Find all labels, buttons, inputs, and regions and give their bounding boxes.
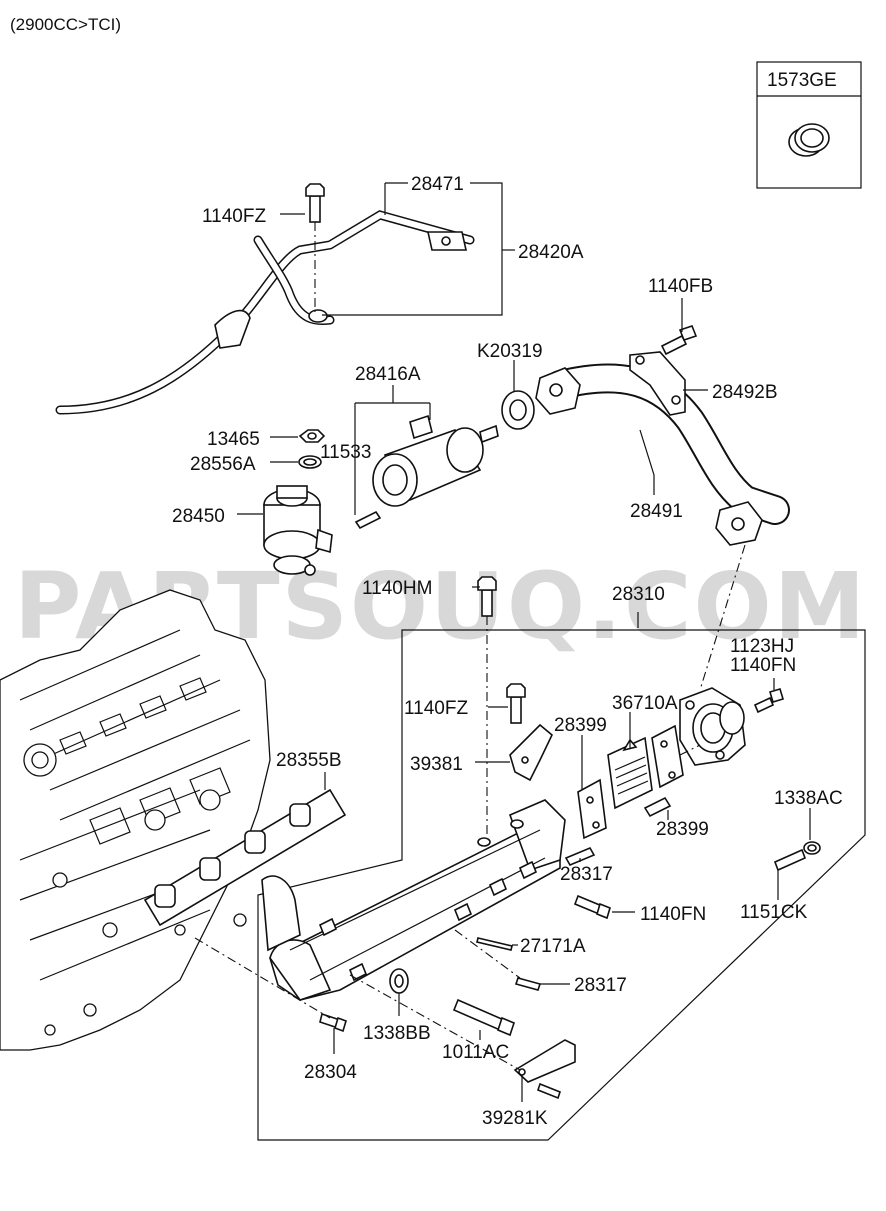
leader-lines	[237, 182, 811, 1102]
label-1338AC[interactable]: 1338AC	[774, 788, 843, 809]
nut-13465[interactable]	[298, 429, 326, 443]
diagram-header: (2900CC>TCI)	[10, 15, 121, 34]
sleeve-ring-icon	[788, 123, 830, 157]
inset-label: 1573GE	[767, 70, 837, 91]
label-28399-a[interactable]: 28399	[554, 715, 607, 736]
label-28450[interactable]: 28450	[172, 506, 225, 527]
gasket-28399-left[interactable]	[577, 778, 607, 840]
bolt-1140FZ-mid[interactable]	[506, 683, 526, 724]
bracket-39381[interactable]	[509, 723, 553, 782]
stud-28317-b[interactable]	[514, 977, 542, 991]
bolt-1140FN-top[interactable]	[753, 688, 784, 714]
label-1140FZ-mid[interactable]: 1140FZ	[404, 698, 468, 719]
label-1140FZ-top[interactable]: 1140FZ	[202, 206, 266, 227]
label-27171A[interactable]: 27171A	[520, 936, 586, 957]
part-labels: 28471 1140FZ 28420A 1140FB K20319 28492B…	[172, 174, 843, 1129]
label-1140HM[interactable]: 1140HM	[362, 578, 432, 599]
label-28355B[interactable]: 28355B	[276, 750, 342, 771]
stud-28317-a[interactable]	[564, 846, 596, 867]
intake-manifold-28310[interactable]	[261, 799, 566, 1001]
engine-block	[0, 589, 271, 1051]
label-28304[interactable]: 28304	[304, 1062, 357, 1083]
inset-box-1573GE[interactable]: 1573GE	[756, 61, 862, 189]
label-1140FN-top[interactable]: 1140FN	[730, 655, 796, 676]
label-28317-a[interactable]: 28317	[560, 864, 613, 885]
frame-28310	[257, 629, 866, 1141]
label-1011AC[interactable]: 1011AC	[442, 1042, 509, 1063]
nut-1338AC[interactable]	[803, 841, 821, 855]
label-28399-b[interactable]: 28399	[656, 819, 709, 840]
egr-pipe-28420A[interactable]	[55, 210, 475, 415]
bolt-1140FB[interactable]	[660, 325, 698, 356]
stud-1151CK[interactable]	[773, 848, 807, 872]
bracket-39281K[interactable]	[513, 1039, 576, 1100]
label-28420A[interactable]: 28420A	[518, 242, 584, 263]
label-28416A[interactable]: 28416A	[355, 364, 421, 385]
label-28556A[interactable]: 28556A	[190, 454, 256, 475]
label-28471[interactable]: 28471	[411, 174, 464, 195]
label-36710A[interactable]: 36710A	[612, 693, 678, 714]
gasket-28399-right[interactable]	[651, 724, 684, 789]
egr-valve-28450[interactable]	[263, 485, 333, 576]
washer-1338BB[interactable]	[389, 968, 409, 994]
label-1140FN-low[interactable]: 1140FN	[640, 904, 706, 925]
label-28491[interactable]: 28491	[630, 501, 683, 522]
heater-36710A[interactable]	[607, 736, 653, 810]
label-13465[interactable]: 13465	[207, 429, 260, 450]
label-1123HJ[interactable]: 1123HJ	[730, 636, 794, 657]
bolt-1140FZ-top[interactable]	[305, 183, 325, 223]
bolt-1140HM[interactable]	[477, 576, 497, 617]
stud-11533[interactable]	[354, 510, 382, 530]
gasket-28355B[interactable]	[143, 788, 347, 927]
bolt-1140FN-low[interactable]	[573, 894, 611, 920]
label-39281K[interactable]: 39281K	[482, 1108, 548, 1129]
label-11533[interactable]: 11533	[320, 442, 371, 463]
throttle-body-1123HJ[interactable]	[679, 687, 746, 766]
label-28317-b[interactable]: 28317	[574, 975, 627, 996]
bolt-28304[interactable]	[319, 1012, 347, 1033]
egr-cooler-28416A[interactable]	[372, 414, 499, 507]
label-1151CK[interactable]: 1151CK	[740, 902, 808, 923]
label-1140FB[interactable]: 1140FB	[648, 276, 713, 297]
bolt-1011AC[interactable]	[452, 998, 515, 1037]
label-28310[interactable]: 28310	[612, 584, 665, 605]
bracket-28492B[interactable]	[629, 351, 686, 416]
pipe-28491[interactable]	[535, 363, 790, 546]
bolt-28399-lower[interactable]	[643, 796, 672, 818]
label-K20319[interactable]: K20319	[477, 341, 543, 362]
label-39381[interactable]: 39381	[410, 754, 463, 775]
gasket-28556A[interactable]	[298, 455, 322, 469]
label-1338BB[interactable]: 1338BB	[363, 1023, 431, 1044]
gasket-K20319[interactable]	[501, 390, 535, 430]
pin-27171A[interactable]	[476, 937, 513, 951]
label-28492B[interactable]: 28492B	[712, 382, 778, 403]
